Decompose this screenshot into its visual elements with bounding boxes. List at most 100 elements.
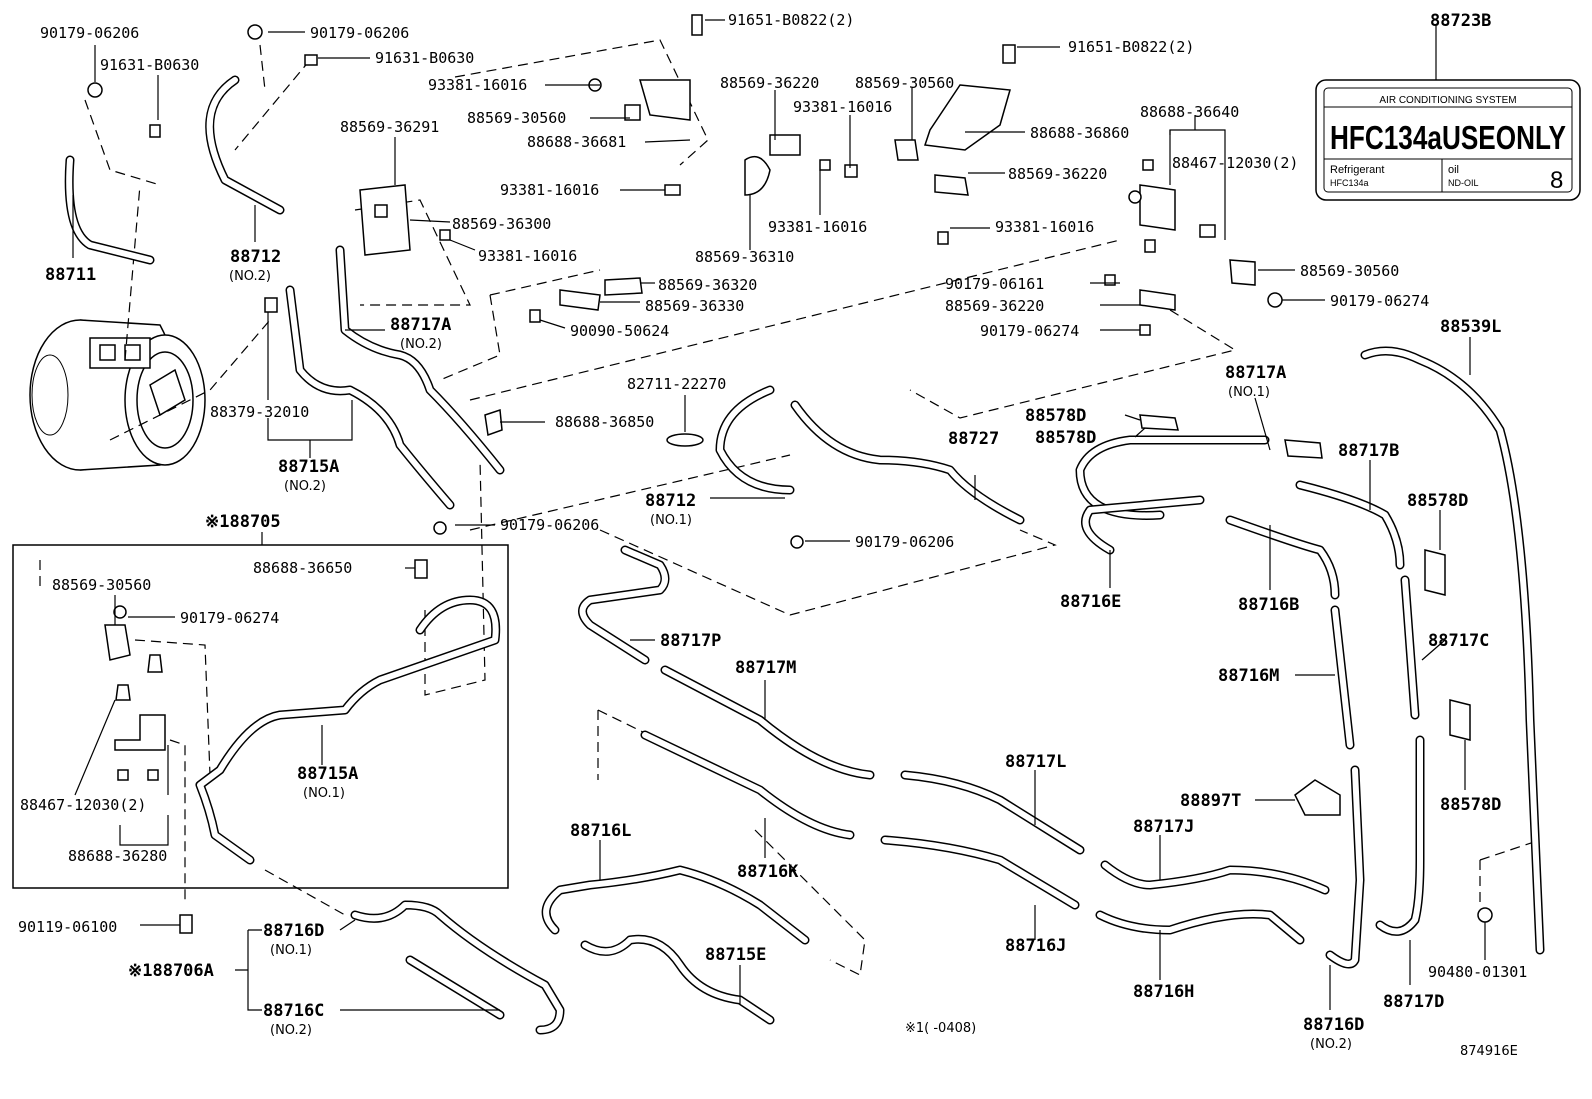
part-label[interactable]: 88688-36640 <box>1140 103 1239 121</box>
part-label[interactable]: 88717C <box>1428 631 1489 651</box>
hardware <box>87 14 1493 934</box>
plate-refrigerant-value: HFC134a <box>1330 178 1369 188</box>
part-label-sub: (NO.2) <box>1310 1037 1352 1052</box>
part-label[interactable]: 91631-B0630 <box>100 56 199 74</box>
part-labels[interactable]: 90179-06206 91631-B0630 90179-06206 9163… <box>18 11 1527 1052</box>
part-label[interactable]: 88717M <box>735 658 796 678</box>
part-label[interactable]: 88688-36681 <box>527 133 626 151</box>
label-plate-88723b[interactable]: AIR CONDITIONING SYSTEM HFC134aUSEONLY R… <box>1315 79 1581 201</box>
part-label[interactable]: 91651-B0822(2) <box>728 11 854 29</box>
part-label[interactable]: 88716L <box>570 821 631 841</box>
part-label[interactable]: 90179-06274 <box>1330 292 1429 310</box>
kit-box-88705 <box>12 544 509 889</box>
part-label[interactable]: 93381-16016 <box>768 218 867 236</box>
part-label[interactable]: 88569-36320 <box>658 276 757 294</box>
part-label[interactable]: 88569-30560 <box>1300 262 1399 280</box>
part-label[interactable]: 88716K <box>737 862 799 882</box>
part-label[interactable]: 88716D <box>263 921 324 941</box>
footnote: ※1( -0408) <box>905 1021 976 1036</box>
part-label[interactable]: 88716C <box>263 1001 324 1021</box>
part-label[interactable]: 90179-06206 <box>310 24 409 42</box>
part-label-sub: (NO.2) <box>284 479 326 494</box>
dashed-guides <box>39 39 1541 976</box>
part-label[interactable]: 88569-30560 <box>467 109 566 127</box>
part-label[interactable]: 93381-16016 <box>793 98 892 116</box>
part-label-sub: (NO.1) <box>1228 385 1270 400</box>
part-label[interactable]: 82711-22270 <box>627 375 726 393</box>
part-label[interactable]: 88467-12030(2) <box>20 796 146 814</box>
part-label[interactable]: 88569-36220 <box>945 297 1044 315</box>
part-label[interactable]: 88569-30560 <box>855 74 954 92</box>
part-label[interactable]: 88569-30560 <box>52 576 151 594</box>
part-label[interactable]: 91631-B0630 <box>375 49 474 67</box>
plate-oil-label: oil <box>1448 164 1459 176</box>
part-label[interactable]: 88569-36300 <box>452 215 551 233</box>
part-label[interactable]: 88711 <box>45 265 96 285</box>
part-label[interactable]: ※188705 <box>205 512 281 532</box>
part-label[interactable]: 88717D <box>1383 992 1444 1012</box>
part-label[interactable]: 88712 <box>645 491 696 511</box>
part-label[interactable]: 90090-50624 <box>570 322 669 340</box>
part-label[interactable]: 88569-36330 <box>645 297 744 315</box>
plate-main-text: HFC134aUSEONLY <box>1330 119 1566 156</box>
part-label[interactable]: 93381-16016 <box>428 76 527 94</box>
part-label[interactable]: 88467-12030(2) <box>1172 154 1298 172</box>
part-label[interactable]: 88379-32010 <box>210 403 309 421</box>
part-label[interactable]: 88717A <box>390 315 451 335</box>
part-label[interactable]: 93381-16016 <box>995 218 1094 236</box>
part-label[interactable]: 88688-36850 <box>555 413 654 431</box>
part-label[interactable]: 88717A <box>1225 363 1286 383</box>
part-label[interactable]: 88569-36291 <box>340 118 439 136</box>
part-label-sub: (NO.2) <box>400 337 442 352</box>
part-label[interactable]: 88897T <box>1180 791 1241 811</box>
part-label[interactable]: 88688-36280 <box>68 847 167 865</box>
part-label[interactable]: 88712 <box>230 247 281 267</box>
part-label[interactable]: 90119-06100 <box>18 918 117 936</box>
part-label[interactable]: 88717J <box>1133 817 1194 837</box>
part-label[interactable]: 90179-06206 <box>855 533 954 551</box>
pipes <box>64 75 1545 1035</box>
part-label[interactable]: 88716B <box>1238 595 1299 615</box>
part-label[interactable]: 90179-06206 <box>40 24 139 42</box>
part-label[interactable]: 88717P <box>660 631 721 651</box>
part-label[interactable]: 88716E <box>1060 592 1121 612</box>
part-label[interactable]: 88715E <box>705 945 766 965</box>
part-label[interactable]: 88688-36860 <box>1030 124 1129 142</box>
part-label-sub: (NO.1) <box>270 943 312 958</box>
part-label[interactable]: 88569-36220 <box>1008 165 1107 183</box>
part-label-88723b[interactable]: 88723B <box>1430 11 1491 31</box>
part-label[interactable]: 88578D <box>1407 491 1468 511</box>
part-label[interactable]: 88578D <box>1440 795 1501 815</box>
part-label[interactable]: 90179-06206 <box>500 516 599 534</box>
part-label[interactable]: 88578D <box>1035 428 1096 448</box>
plate-header: AIR CONDITIONING SYSTEM <box>1379 95 1516 106</box>
part-label[interactable]: 88716H <box>1133 982 1194 1002</box>
part-label[interactable]: 88727 <box>948 429 999 449</box>
part-label[interactable]: ※188706A <box>128 961 214 981</box>
part-label[interactable]: 90480-01301 <box>1428 963 1527 981</box>
part-label[interactable]: 88569-36220 <box>720 74 819 92</box>
part-label[interactable]: 88717L <box>1005 752 1066 772</box>
part-label-sub: (NO.2) <box>270 1023 312 1038</box>
part-label[interactable]: 88578D <box>1025 406 1086 426</box>
part-label[interactable]: 88569-36310 <box>695 248 794 266</box>
leader-lines <box>72 19 1486 1011</box>
part-label[interactable]: 88715A <box>278 457 339 477</box>
part-label[interactable]: 88716D <box>1303 1015 1364 1035</box>
part-label[interactable]: 90179-06274 <box>980 322 1079 340</box>
part-label[interactable]: 88715A <box>297 764 358 784</box>
part-label[interactable]: 88539L <box>1440 317 1501 337</box>
part-label-sub: (NO.1) <box>650 513 692 528</box>
part-label[interactable]: 90179-06161 <box>945 275 1044 293</box>
part-label[interactable]: 88717B <box>1338 441 1399 461</box>
part-label[interactable]: 88716M <box>1218 666 1279 686</box>
part-label[interactable]: 88688-36650 <box>253 559 352 577</box>
part-label[interactable]: 91651-B0822(2) <box>1068 38 1194 56</box>
part-label[interactable]: 93381-16016 <box>500 181 599 199</box>
part-label-sub: (NO.1) <box>303 786 345 801</box>
compressor-drawing <box>29 319 206 471</box>
part-label[interactable]: 90179-06274 <box>180 609 279 627</box>
part-label[interactable]: 93381-16016 <box>478 247 577 265</box>
part-label[interactable]: 88716J <box>1005 936 1066 956</box>
